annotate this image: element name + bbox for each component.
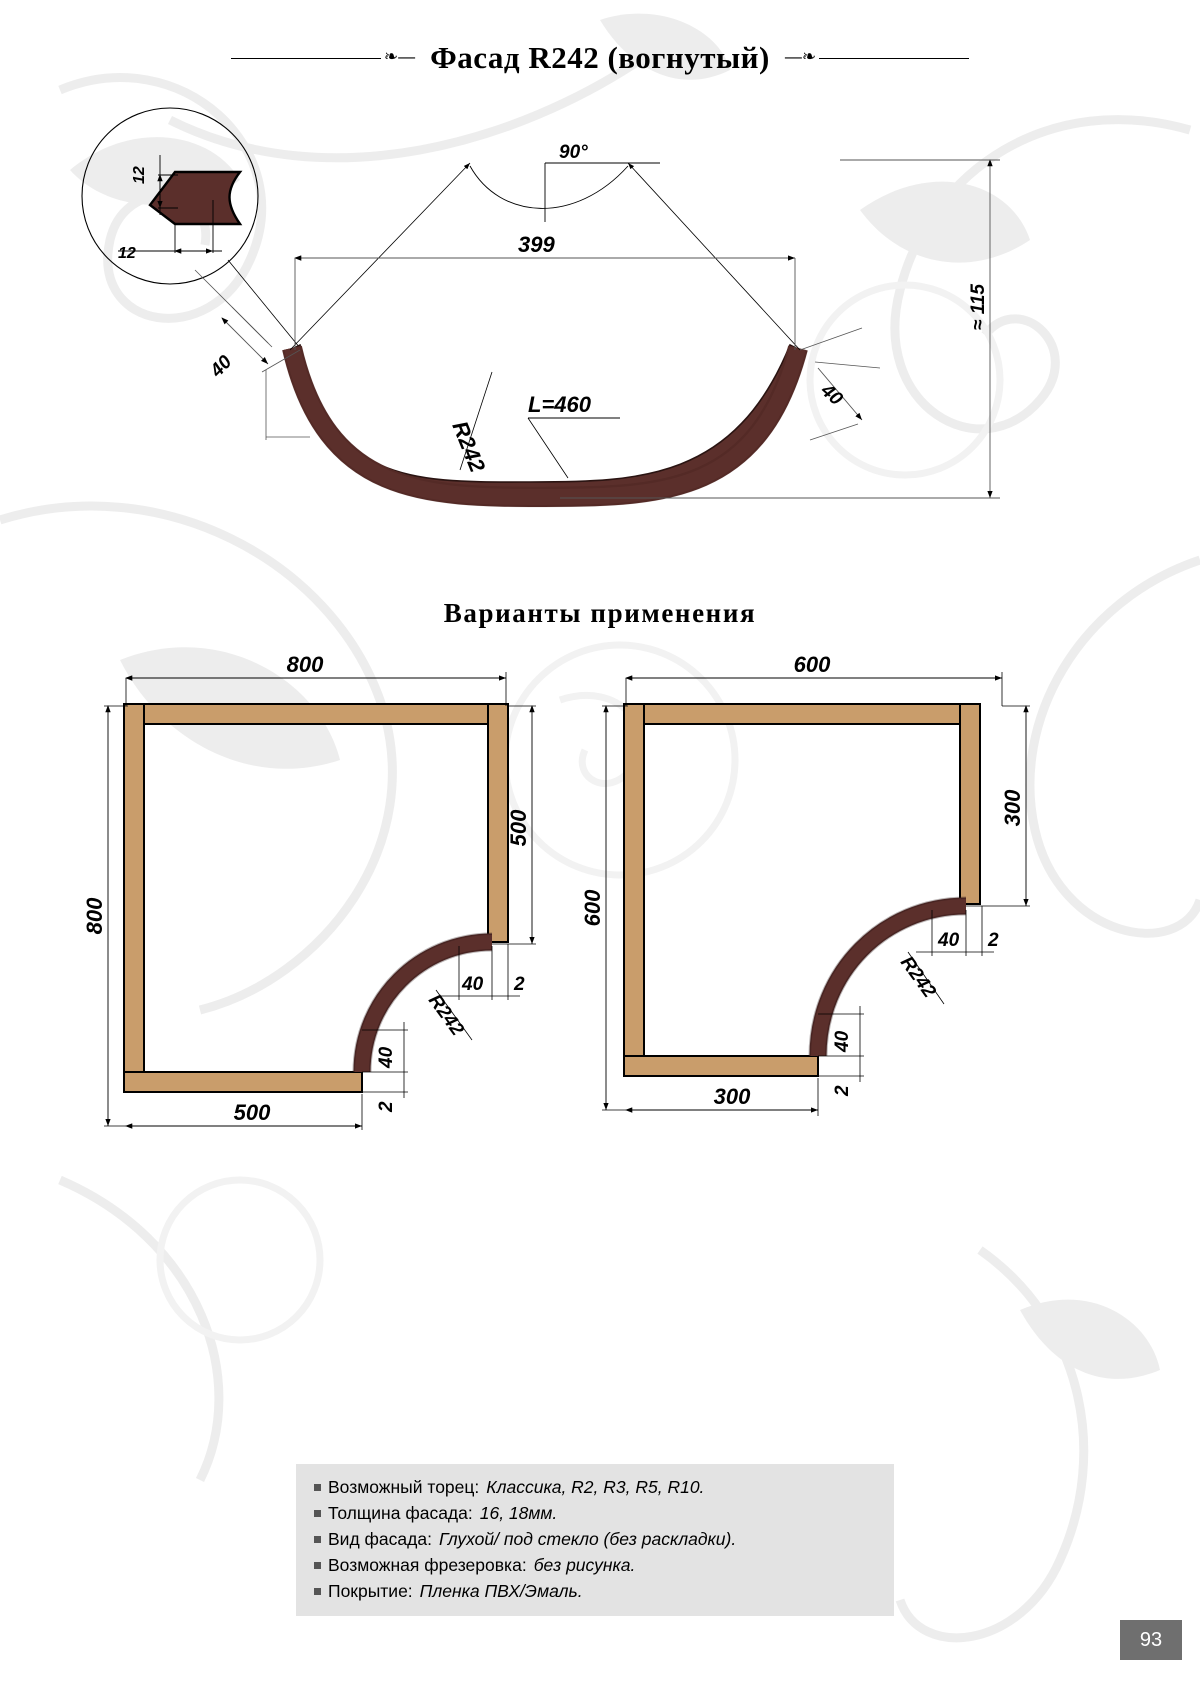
spec-item: Толщина фасада: 16, 18мм. (314, 1500, 880, 1526)
dim-500-horizontal: 500 (234, 1100, 271, 1125)
dim-500-vertical: 500 (506, 809, 531, 846)
dim-800-height: 800 (82, 897, 107, 934)
dim-600-height: 600 (580, 889, 605, 926)
title-rule-left (230, 57, 381, 59)
dim-300-vertical: 300 (1000, 789, 1025, 826)
title-flourish-right-icon: —❧ (784, 46, 817, 66)
application-800-diagram: 800 800 500 500 R242 40 2 (82, 652, 536, 1130)
spec-item: Покрытие: Пленка ПВХ/Эмаль. (314, 1578, 880, 1604)
dim-arc-2-v: 2 (376, 1101, 397, 1113)
bullet-square-icon (314, 1562, 321, 1569)
page-number-badge: 93 (1120, 1620, 1182, 1660)
dim-arc-40-v-2: 40 (832, 1030, 853, 1053)
chord-label: 399 (518, 232, 555, 257)
spec-label: Вид фасада: (328, 1529, 432, 1549)
dim-800-width: 800 (287, 652, 324, 677)
spec-label: Толщина фасада: (328, 1503, 473, 1523)
dim-300-horizontal: 300 (714, 1084, 751, 1109)
bullet-square-icon (314, 1484, 321, 1491)
spec-list: Возможный торец: Классика, R2, R3, R5, R… (296, 1464, 894, 1616)
spec-label: Возможная фрезеровка: (328, 1555, 527, 1575)
dim-arc-2-h: 2 (513, 974, 525, 995)
spec-item: Возможная фрезеровка: без рисунка. (314, 1552, 880, 1578)
page-title-row: ❧— Фасад R242 (вогнутый) —❧ (0, 36, 1200, 80)
spec-value: 16, 18мм. (479, 1503, 558, 1523)
dim-arc-2-h-2: 2 (987, 930, 999, 951)
spec-item: Вид фасада: Глухой/ под стекло (без раск… (314, 1526, 880, 1552)
bullet-square-icon (314, 1510, 321, 1517)
spec-value: Глухой/ под стекло (без раскладки). (438, 1529, 737, 1549)
spec-value: Классика, R2, R3, R5, R10. (486, 1477, 705, 1497)
spec-label: Покрытие: (328, 1581, 413, 1601)
arc-length-label: L=460 (528, 392, 592, 417)
page-title: Фасад R242 (вогнутый) (430, 40, 770, 75)
dim-arc-40-v: 40 (376, 1046, 397, 1069)
spec-value: без рисунка. (533, 1555, 636, 1575)
title-rule-right (819, 57, 970, 59)
dim-r242-right: R242 (896, 953, 940, 1002)
arc-length-dimension: L=460 (527, 392, 620, 479)
dim-arc-2-v-2: 2 (832, 1085, 853, 1097)
title-flourish-left-icon: ❧— (383, 46, 416, 66)
bullet-square-icon (314, 1536, 321, 1543)
spec-item: Возможный торец: Классика, R2, R3, R5, R… (314, 1474, 880, 1500)
dim-600-width: 600 (794, 652, 831, 677)
bullet-square-icon (314, 1588, 321, 1595)
facade-arc (282, 343, 808, 508)
application-600-diagram: 600 600 300 300 R242 40 2 (580, 652, 1030, 1116)
dim-arc-40-h-2: 40 (937, 930, 960, 951)
dim-arc-40-h: 40 (461, 974, 484, 995)
section-heading: Варианты применения (443, 598, 757, 628)
spec-label: Возможный торец: (328, 1477, 480, 1497)
spec-value: Пленка ПВХ/Эмаль. (419, 1581, 583, 1601)
dim-r242-left: R242 (424, 991, 468, 1040)
chord-dimension: 399 (294, 232, 796, 350)
